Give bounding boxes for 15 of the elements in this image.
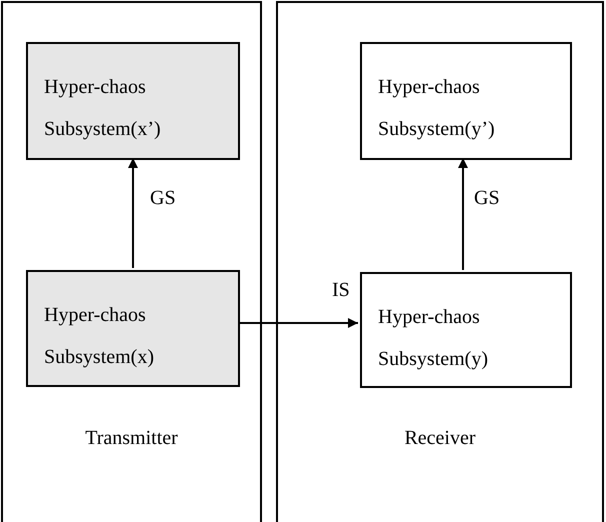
panel xyxy=(1,1,262,522)
box-label: Hyper-chaos Subsystem(x) xyxy=(44,303,155,370)
subsystem-box xyxy=(360,272,572,388)
panel xyxy=(276,1,604,522)
subsystem-box xyxy=(26,42,240,160)
panel-label: Transmitter xyxy=(84,426,179,451)
subsystem-box xyxy=(360,42,572,160)
arrow xyxy=(238,318,358,328)
box-label: Hyper-chaos Subsystem(y) xyxy=(378,305,489,372)
arrow xyxy=(128,158,138,268)
box-label: Hyper-chaos Subsystem(y’) xyxy=(378,75,496,142)
panel-label: Receiver xyxy=(403,426,477,451)
box-label: Hyper-chaos Subsystem(x’) xyxy=(44,75,162,142)
arrow xyxy=(458,158,468,270)
subsystem-box xyxy=(26,270,240,387)
